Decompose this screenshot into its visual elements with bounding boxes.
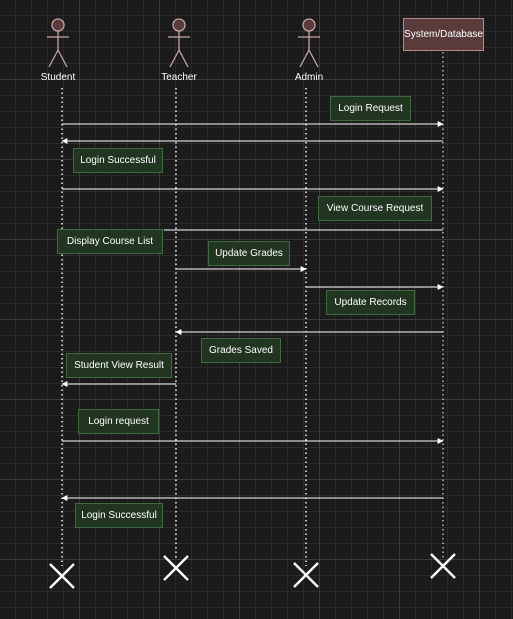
system-destroy-icon [430, 553, 456, 579]
student-actor-icon [47, 18, 69, 68]
message-login-request: Login Request [330, 96, 411, 121]
admin-actor-icon [298, 18, 320, 68]
message-grades-saved: Grades Saved [201, 338, 281, 363]
message-display-course-list: Display Course List [57, 229, 163, 254]
message-update-records: Update Records [326, 290, 415, 315]
student-destroy-icon [49, 563, 75, 589]
actor-label-teacher: Teacher [161, 72, 197, 83]
actor-label-admin: Admin [294, 72, 324, 83]
teacher-actor-icon [168, 18, 190, 68]
teacher-destroy-icon [163, 555, 189, 581]
message-login-successful-2: Login Successful [75, 503, 163, 528]
message-login-successful: Login Successful [73, 148, 163, 173]
message-student-view-result: Student View Result [66, 353, 172, 378]
message-view-course-request: View Course Request [318, 196, 432, 221]
actor-label-student: Student [40, 72, 76, 83]
message-update-grades: Update Grades [208, 241, 290, 266]
system-database-box: System/Database [403, 18, 484, 51]
message-login-request-2: Login request [78, 409, 159, 434]
admin-destroy-icon [293, 562, 319, 588]
